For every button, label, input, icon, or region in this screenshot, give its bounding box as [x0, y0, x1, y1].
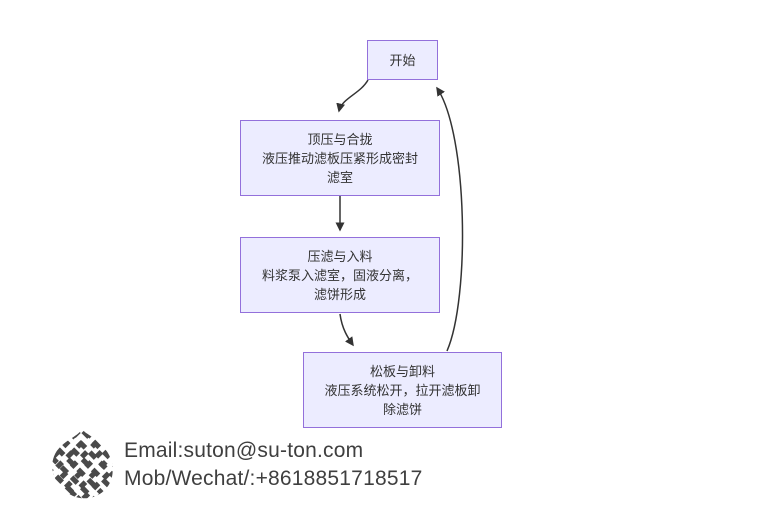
node-start-label: 开始 — [389, 52, 416, 68]
contact-mobile: Mob/Wechat/:+8618851718517 — [124, 467, 423, 490]
node-press-title: 顶压与合拢 — [307, 131, 373, 147]
node-start: 开始 — [367, 40, 438, 80]
node-press-and-close: 顶压与合拢 液压推动滤板压紧形成密封 滤室 — [240, 120, 440, 196]
node-discharge-line2: 液压系统松开，拉开滤板卸 — [324, 382, 481, 398]
node-feed-title: 压滤与入料 — [307, 248, 373, 264]
node-feed-line2: 料浆泵入滤室，固液分离， — [261, 267, 418, 283]
node-discharge-title: 松板与卸料 — [369, 363, 435, 379]
edge-discharge-to-start — [436, 86, 464, 352]
node-loosen-and-discharge: 松板与卸料 液压系统松开，拉开滤板卸 除滤饼 — [303, 352, 502, 428]
footer: Email:suton@su-ton.com Mob/Wechat/:+8618… — [44, 427, 422, 503]
contact-email: Email:suton@su-ton.com — [124, 439, 364, 462]
node-press-line2: 液压推动滤板压紧形成密封 — [261, 150, 418, 166]
edge-start-to-press — [336, 79, 369, 113]
node-filter-and-feed: 压滤与入料 料浆泵入滤室，固液分离， 滤饼形成 — [240, 237, 440, 313]
node-press-line3: 滤室 — [326, 169, 353, 185]
weave-pattern-logo-icon — [52, 429, 113, 499]
node-discharge-line3: 除滤饼 — [382, 401, 422, 417]
edge-feed-to-discharge — [339, 313, 354, 347]
contact-info: Email:suton@su-ton.com Mob/Wechat/:+8618… — [124, 437, 422, 493]
node-feed-line3: 滤饼形成 — [313, 286, 366, 302]
